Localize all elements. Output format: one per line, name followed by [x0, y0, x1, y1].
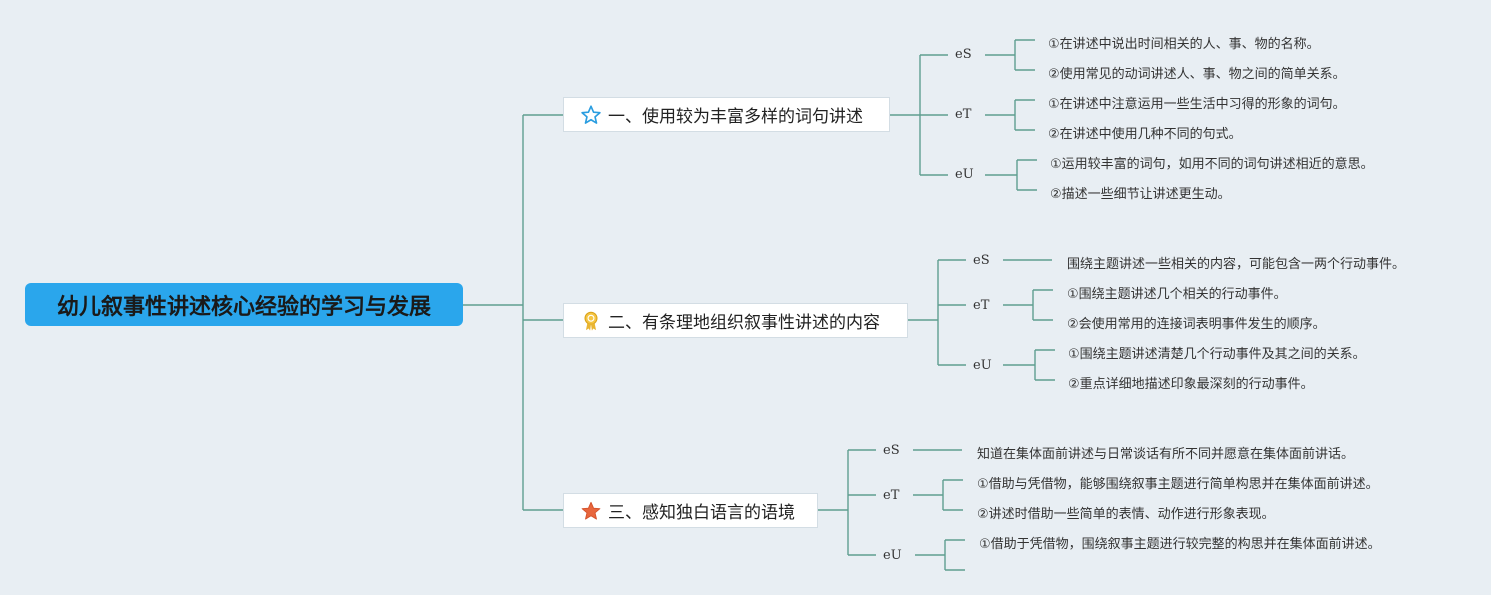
branch-topic-label: 二、有条理地组织叙事性讲述的内容	[608, 313, 880, 333]
level-label: eS	[883, 443, 900, 458]
root-topic[interactable]: 幼儿叙事性讲述核心经验的学习与发展	[25, 283, 463, 326]
leaf-text: ①在讲述中说出时间相关的人、事、物的名称。	[1048, 37, 1320, 52]
level-label: eS	[973, 253, 990, 268]
branch-topic-2[interactable]: 二、有条理地组织叙事性讲述的内容	[563, 303, 908, 338]
star-filled-icon	[580, 500, 602, 522]
leaf-text: ②重点详细地描述印象最深刻的行动事件。	[1068, 377, 1314, 392]
level-label: eT	[883, 488, 900, 503]
leaf-text: ①运用较丰富的词句，如用不同的词句讲述相近的意思。	[1050, 157, 1374, 172]
branch-topic-3[interactable]: 三、感知独白语言的语境	[563, 493, 818, 528]
leaf-text: 知道在集体面前讲述与日常谈话有所不同并愿意在集体面前讲话。	[977, 447, 1355, 462]
leaf-text: ①围绕主题讲述清楚几个行动事件及其之间的关系。	[1068, 347, 1366, 362]
leaf-text: ②在讲述中使用几种不同的句式。	[1048, 127, 1242, 142]
leaf-text: ②会使用常用的连接词表明事件发生的顺序。	[1067, 317, 1326, 332]
root-topic-label: 幼儿叙事性讲述核心经验的学习与发展	[56, 294, 431, 320]
leaf-text: ①围绕主题讲述几个相关的行动事件。	[1067, 287, 1287, 302]
medal-icon	[580, 310, 602, 332]
leaf-text: ①借助与凭借物，能够围绕叙事主题进行简单构思并在集体面前讲述。	[977, 477, 1379, 492]
star-outline-icon	[580, 104, 602, 126]
level-label: eU	[883, 548, 902, 563]
branch-topic-1[interactable]: 一、使用较为丰富多样的词句讲述	[563, 97, 890, 132]
level-label: eT	[973, 298, 990, 313]
leaf-text: ①借助于凭借物，围绕叙事主题进行较完整的构思并在集体面前讲述。	[979, 537, 1381, 552]
leaf-text: ②讲述时借助一些简单的表情、动作进行形象表现。	[977, 507, 1275, 522]
leaf-text: ①在讲述中注意运用一些生活中习得的形象的词句。	[1048, 97, 1346, 112]
branch-topic-label: 三、感知独白语言的语境	[608, 503, 795, 523]
level-label: eT	[955, 107, 972, 122]
level-label: eU	[973, 358, 992, 373]
level-label: eS	[955, 47, 972, 62]
branch-topic-label: 一、使用较为丰富多样的词句讲述	[608, 107, 863, 127]
level-label: eU	[955, 167, 974, 182]
leaf-text: ②使用常见的动词讲述人、事、物之间的简单关系。	[1048, 67, 1346, 82]
leaf-text: 围绕主题讲述一些相关的内容，可能包含一两个行动事件。	[1067, 257, 1406, 272]
leaf-text: ②描述一些细节让讲述更生动。	[1050, 187, 1231, 202]
